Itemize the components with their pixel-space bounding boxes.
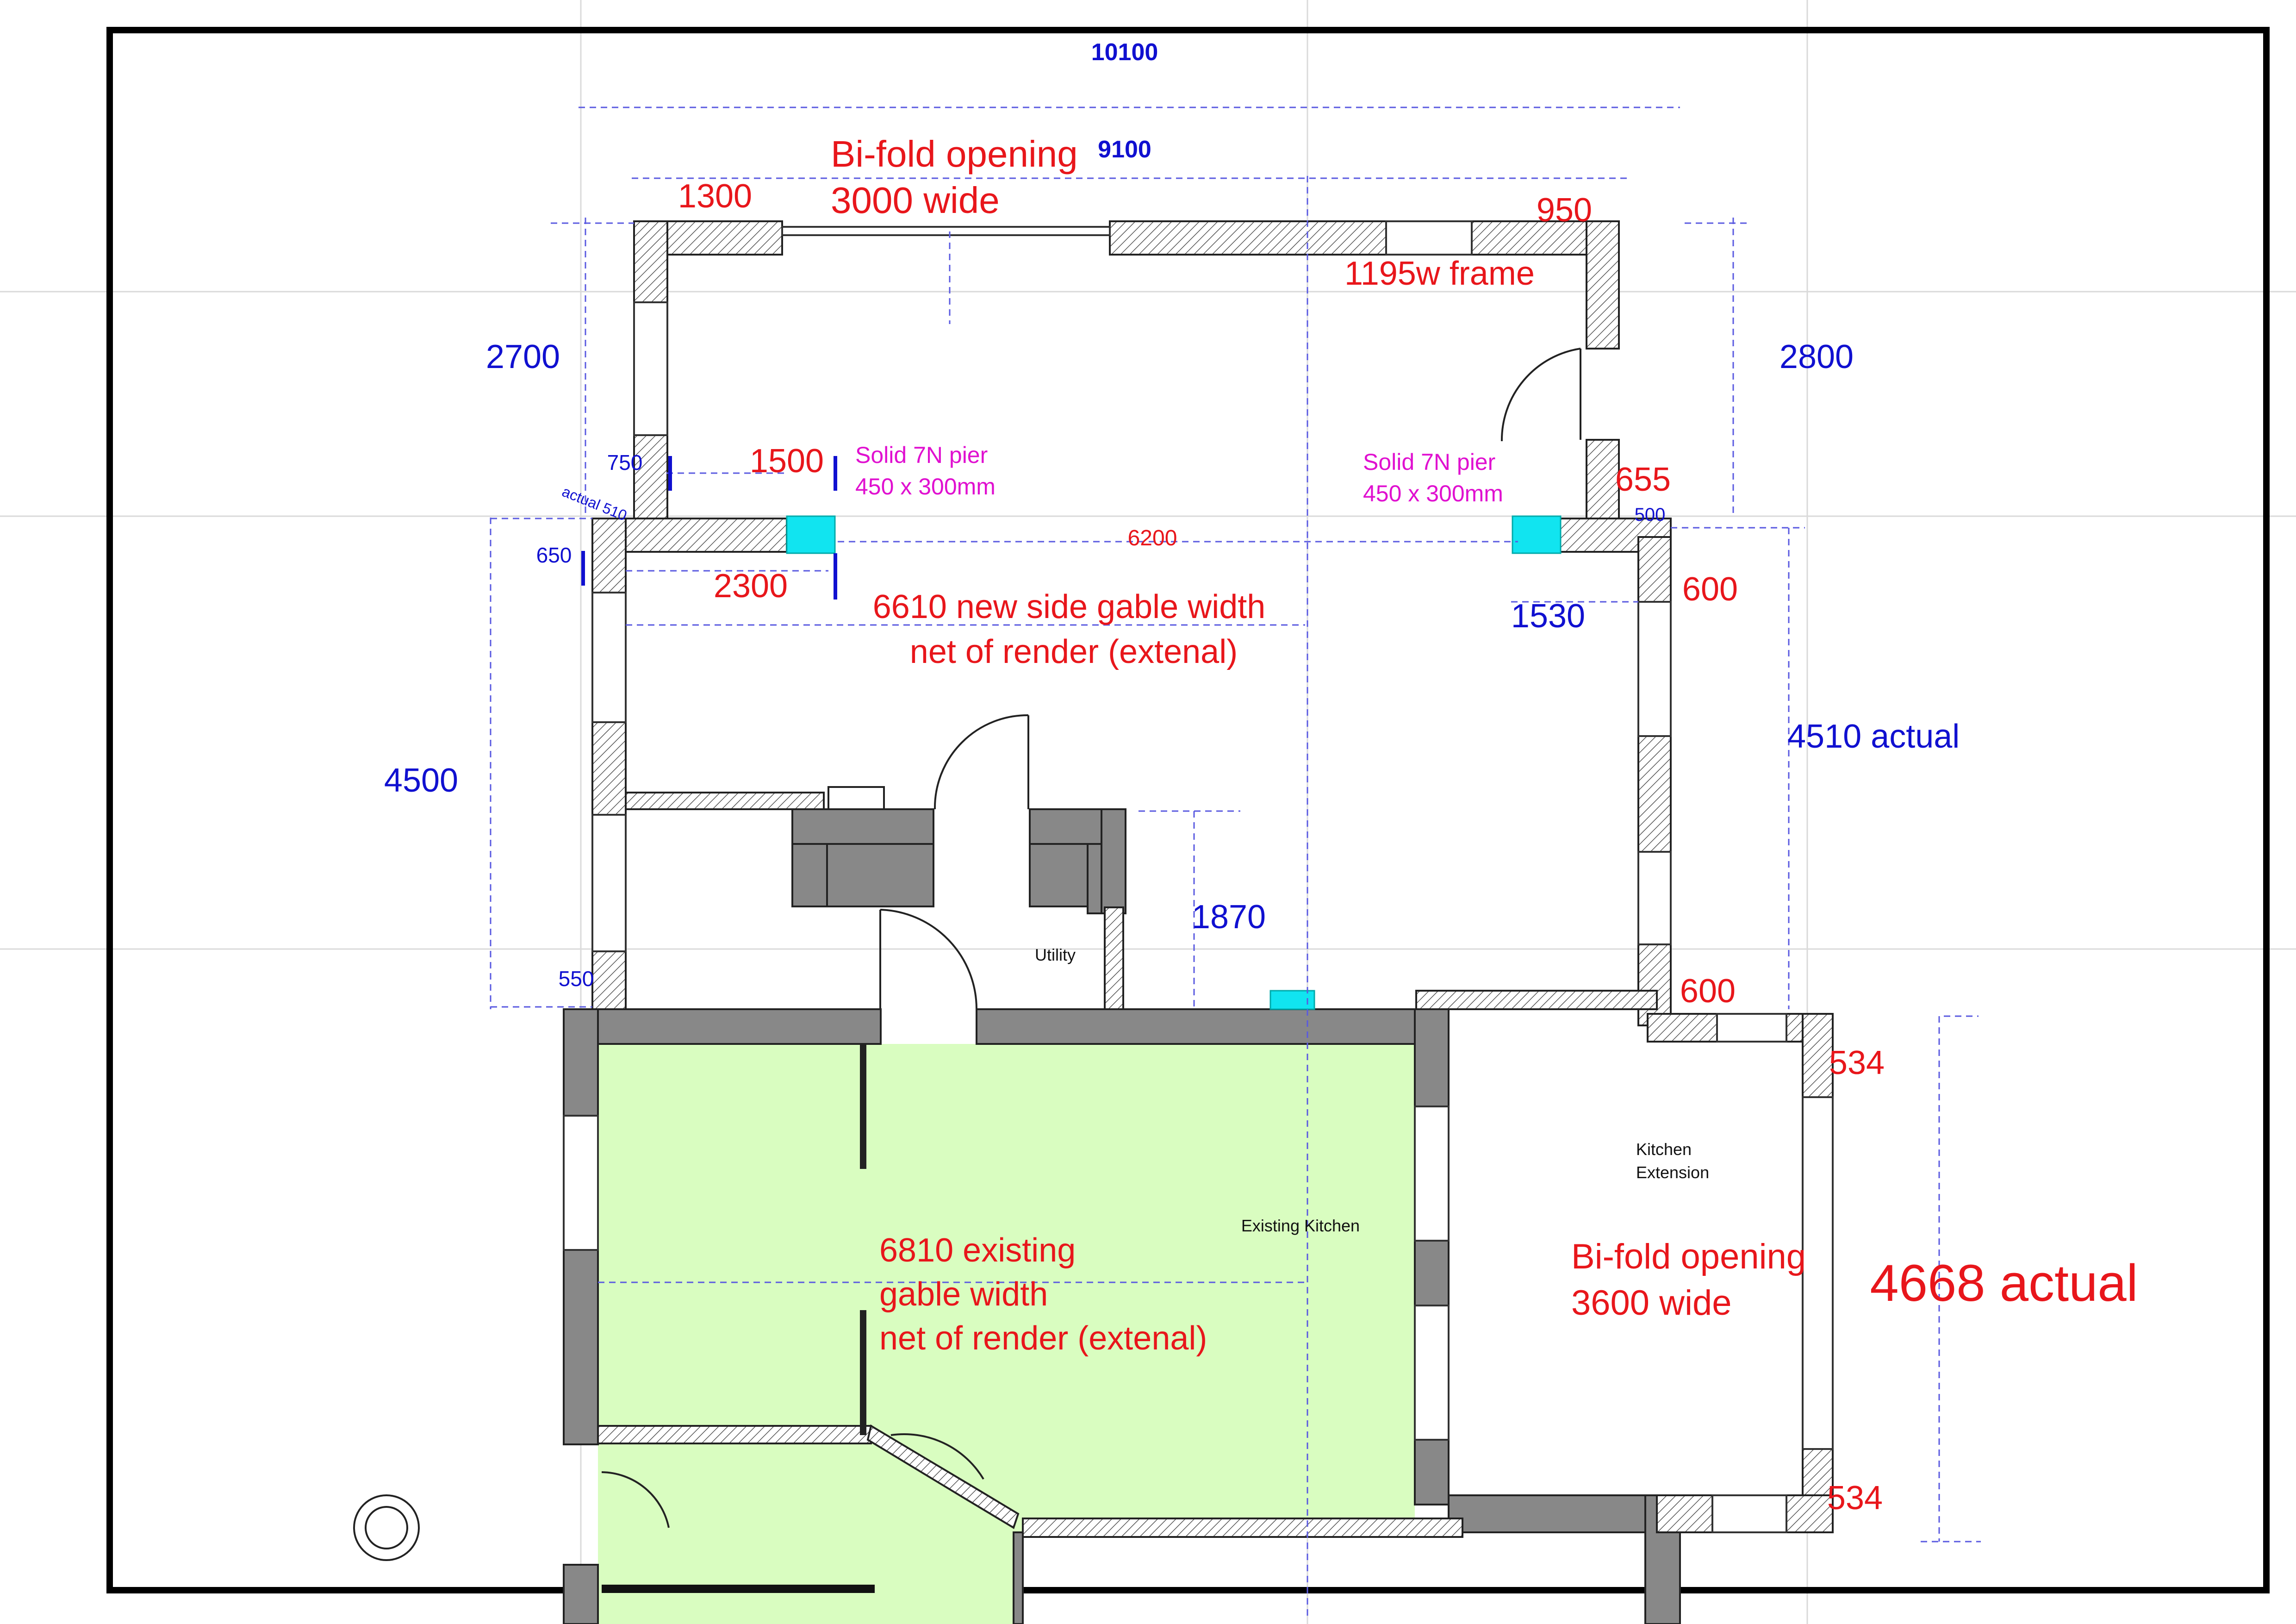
dim-left-mid: 4500 (384, 762, 458, 799)
dim-500: 500 (1635, 505, 1666, 525)
pier-right (1512, 515, 1562, 554)
dim-950: 950 (1537, 192, 1592, 229)
door-swings (353, 348, 1581, 1561)
utility-walls (791, 808, 1126, 914)
note-bifold-side-line2: 3600 wide (1571, 1283, 1732, 1323)
dim-4668-actual: 4668 actual (1870, 1254, 2138, 1312)
red-notes: Bi-fold opening 3000 wide 1195w frame 66… (831, 133, 1806, 1357)
note-bifold-top-line2: 3000 wide (831, 180, 1000, 221)
note-frame: 1195w frame (1344, 255, 1535, 292)
pier-left (786, 515, 836, 554)
note-pier-left-line1: Solid 7N pier (855, 442, 988, 468)
dim-right-mid: 4510 actual (1787, 718, 1960, 755)
note-gable-exist-line1: 6810 existing (879, 1232, 1076, 1269)
note-gable-exist-line3: net of render (extenal) (879, 1320, 1207, 1357)
dim-750: 750 (607, 450, 643, 475)
windows (563, 220, 1834, 1533)
existing-kitchen-fill (598, 1044, 1415, 1624)
extension-walls (591, 220, 1834, 1533)
dim-655: 655 (1615, 461, 1671, 498)
dim-600-lower: 600 (1680, 973, 1736, 1010)
dim-2300: 2300 (714, 568, 788, 605)
dim-utility: 1870 (1192, 899, 1266, 936)
note-bifold-top-line1: Bi-fold opening (831, 133, 1078, 175)
dim-600-upper: 600 (1682, 571, 1738, 608)
blue-dimensions: 10100 9100 2700 2800 4500 4510 actual 18… (384, 39, 1960, 991)
dim-inner: 9100 (1098, 136, 1151, 163)
note-pier-left-line2: 450 x 300mm (855, 474, 996, 500)
angled-partition (866, 1424, 1020, 1529)
room-labels: Utility Existing Kitchen Kitchen Extensi… (1035, 945, 1709, 1235)
piers (786, 515, 1562, 1010)
dim-550: 550 (559, 967, 594, 991)
dim-left-top: 2700 (486, 338, 560, 375)
dim-1300: 1300 (678, 178, 752, 215)
red-dimensions: 1300 950 1500 2300 6200 655 600 600 534 … (678, 178, 2138, 1517)
room-kitchen-extension-line1: Kitchen (1636, 1140, 1692, 1159)
dim-overall: 10100 (1091, 39, 1158, 66)
room-kitchen-extension-line2: Extension (1636, 1163, 1709, 1182)
dim-650: 650 (536, 543, 572, 567)
existing-walls (563, 808, 1681, 1624)
pier-notes: Solid 7N pier 450 x 300mm Solid 7N pier … (855, 442, 1503, 506)
room-utility: Utility (1035, 945, 1076, 964)
note-gable-exist-line2: gable width (879, 1276, 1048, 1313)
utility-partitions (597, 786, 1463, 1538)
note-pier-right-line1: Solid 7N pier (1363, 449, 1495, 475)
note-gable-new-line1: 6610 new side gable width (873, 588, 1266, 625)
sheet-border (106, 27, 2270, 1593)
dimension-lines (490, 106, 1981, 1620)
note-bifold-side-line1: Bi-fold opening (1571, 1237, 1806, 1276)
dim-534-top: 534 (1829, 1044, 1885, 1081)
room-existing-kitchen: Existing Kitchen (1241, 1216, 1360, 1235)
dim-6200: 6200 (1128, 526, 1177, 550)
dimension-ticks (581, 456, 837, 600)
note-gable-new-line2: net of render (extenal) (910, 633, 1238, 670)
dim-right-top: 2800 (1780, 338, 1854, 375)
dim-pier-right: 1530 (1511, 598, 1585, 635)
note-pier-right-line2: 450 x 300mm (1363, 481, 1503, 506)
dim-534-bottom: 534 (1827, 1480, 1883, 1517)
dim-1500: 1500 (750, 443, 824, 480)
